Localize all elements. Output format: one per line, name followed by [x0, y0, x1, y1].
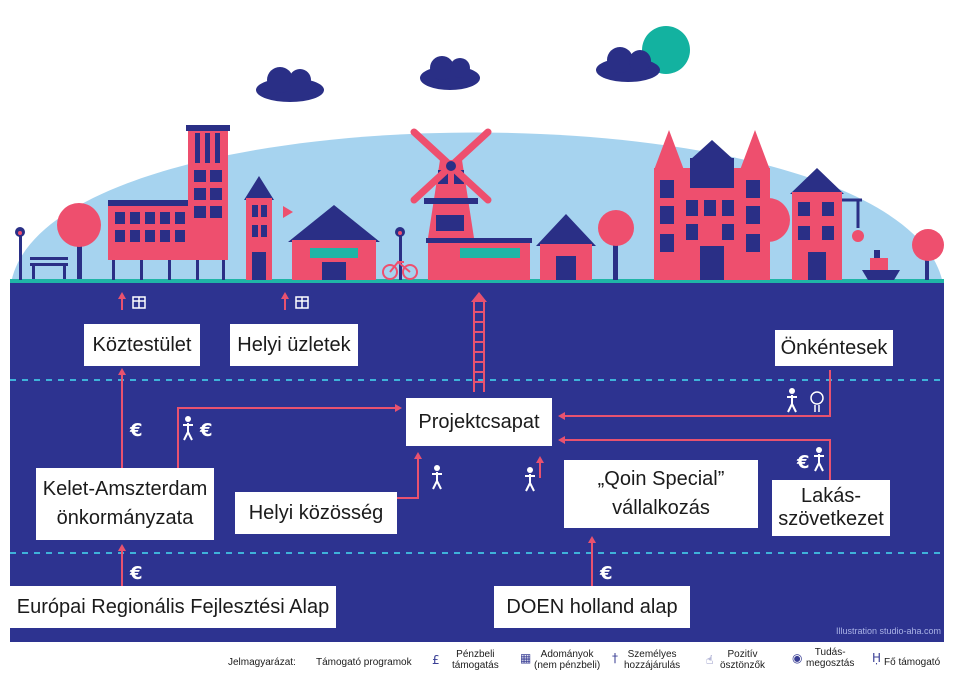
node-helyi-kozosseg: Helyi közösség	[235, 492, 397, 534]
euro-symbol: €	[130, 563, 143, 584]
tree-icon	[57, 203, 101, 279]
gift-icon: ▦	[520, 651, 532, 665]
arrowhead	[118, 292, 126, 299]
arrowhead	[118, 544, 126, 551]
bench-icon	[30, 257, 68, 279]
arrowhead	[118, 368, 126, 375]
street-lamp-icon	[395, 227, 405, 280]
tall-house	[790, 168, 864, 280]
tree-icon	[912, 229, 944, 280]
windmill-building	[410, 128, 532, 280]
person-icon	[525, 467, 535, 492]
euro-symbol: €	[600, 563, 613, 584]
cloud-icon	[596, 47, 660, 82]
gift-icon	[295, 296, 309, 309]
arrow-lakas-projekt	[564, 439, 831, 480]
lightbulb-icon	[810, 391, 824, 412]
legend-item-support-programs: Támogató programok	[316, 657, 412, 668]
arrowhead	[395, 404, 402, 412]
cloud-group	[256, 47, 660, 102]
main-supporter-icon: Ḥ	[872, 651, 882, 665]
arrowhead	[558, 412, 565, 420]
node-koztestulet: Köztestület	[84, 324, 200, 366]
arrowhead	[558, 436, 565, 444]
person-icon	[787, 388, 797, 413]
person-icon	[432, 465, 442, 490]
narrow-house	[244, 176, 293, 280]
arrow-kelet-projekt	[177, 407, 396, 468]
arrowhead	[414, 452, 422, 459]
flow-arrows	[118, 292, 831, 586]
ladder-icon	[471, 292, 487, 392]
person-icon	[183, 416, 193, 441]
gift-icon	[132, 296, 146, 309]
bicycle-icon	[382, 260, 418, 280]
person-icon	[814, 447, 824, 472]
person-icon: †	[612, 651, 618, 665]
pound-icon: £	[432, 653, 440, 667]
legend-item-donations: Adományok(nem pénzbeli)	[534, 649, 601, 671]
node-projektcsapat: Projektcsapat	[406, 398, 552, 446]
node-doen-alap: DOEN holland alap	[494, 586, 690, 628]
legend-title: Jelmagyarázat:	[228, 657, 296, 668]
cloud-icon	[256, 67, 324, 102]
arrow-onkentes-projekt	[564, 370, 831, 417]
street-lamp-icon	[15, 227, 25, 280]
thumbs-up-icon: ☝	[706, 653, 714, 667]
arrowhead	[588, 536, 596, 543]
node-qoin-special: „Qoin Special”vállalkozás	[564, 460, 758, 528]
barn-house	[288, 205, 380, 280]
ground-line	[10, 279, 944, 283]
euro-symbol: €	[200, 420, 213, 441]
arrowhead	[281, 292, 289, 299]
church-building	[654, 130, 770, 280]
moon-icon	[642, 26, 690, 74]
boat-icon	[862, 250, 900, 280]
small-house	[536, 214, 596, 280]
euro-symbol: €	[797, 452, 810, 473]
node-lakasszovetkezet: Lakás-szövetkezet	[772, 480, 890, 536]
legend: Jelmagyarázat: Támogató programok £ Pénz…	[0, 645, 954, 680]
tree-icon	[598, 210, 634, 280]
lightbulb-icon: ◉	[792, 651, 803, 665]
arrowhead	[536, 456, 544, 463]
node-onkentesek: Önkéntesek	[775, 330, 893, 366]
illustration-credit: Illustration studio-aha.com	[836, 626, 942, 636]
legend-item-knowledge: Tudás-megosztás	[806, 647, 855, 669]
cloud-icon	[420, 56, 480, 90]
arrow-kozosseg-projekt	[397, 456, 419, 499]
legend-item-main-supporter: Fő támogató	[884, 657, 941, 668]
city-hall-building	[108, 125, 230, 280]
node-europai-alap: Európai Regionális Fejlesztési Alap	[10, 586, 336, 628]
node-helyi-uzletek: Helyi üzletek	[230, 324, 358, 366]
euro-symbol: €	[130, 420, 143, 441]
